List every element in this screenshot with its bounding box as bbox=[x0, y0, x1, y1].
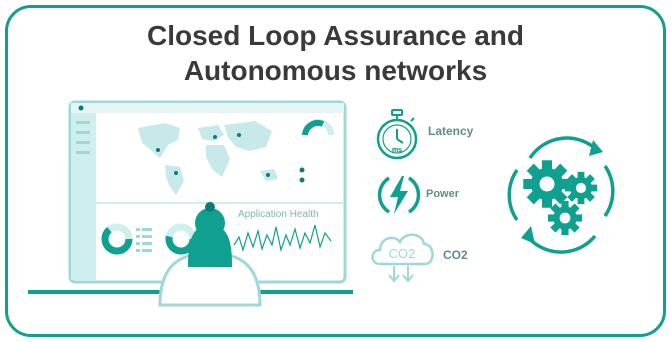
dashboard-illustration: Application Health bbox=[28, 100, 353, 307]
co2-label: CO2 bbox=[443, 248, 468, 262]
donut-legend bbox=[136, 228, 152, 252]
page-title: Closed Loop Assurance and Autonomous net… bbox=[0, 18, 671, 88]
latency-label: Latency bbox=[428, 124, 474, 138]
stopwatch-icon: ms bbox=[376, 109, 418, 160]
health-sparkline bbox=[233, 224, 332, 253]
lightning-icon bbox=[377, 176, 421, 214]
panel-title: Application Health bbox=[238, 209, 319, 220]
cloud-co2-icon: CO2 bbox=[371, 233, 434, 283]
stopwatch-unit: ms bbox=[392, 147, 402, 154]
donut-chart-1 bbox=[101, 223, 133, 255]
power-label: Power bbox=[426, 188, 460, 200]
gauge-icon bbox=[302, 119, 334, 136]
cloud-text: CO2 bbox=[389, 246, 416, 261]
gears-cycle-icon bbox=[507, 136, 615, 254]
title-line-1: Closed Loop Assurance and bbox=[146, 20, 525, 51]
person-figure bbox=[158, 202, 262, 307]
title-line-2: Autonomous networks bbox=[183, 55, 488, 86]
world-map bbox=[138, 121, 278, 195]
